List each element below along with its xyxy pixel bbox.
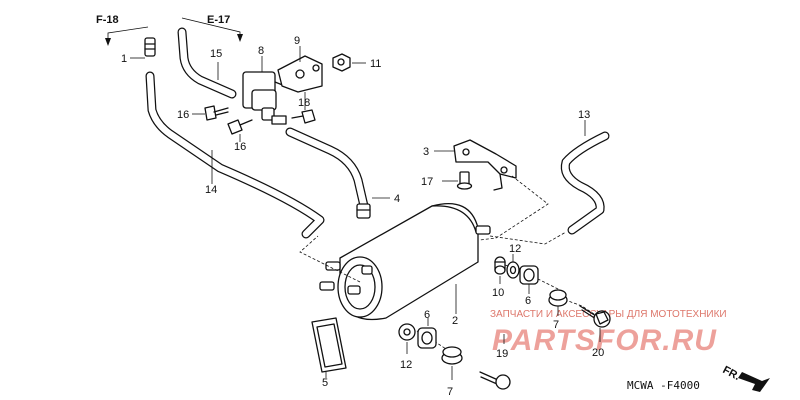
ref-f18: F-18 <box>96 14 149 46</box>
bolt-18[interactable] <box>291 109 316 124</box>
hose-14[interactable] <box>145 71 325 239</box>
hose-13[interactable] <box>560 131 610 235</box>
label-16-upper: 16 <box>177 109 189 121</box>
label-12-left: 12 <box>400 359 412 371</box>
bolt-16-lower[interactable] <box>227 119 253 135</box>
bolt-bottom[interactable] <box>479 371 511 390</box>
hose-15[interactable] <box>177 27 237 99</box>
bolt-17[interactable] <box>456 171 473 190</box>
diagram-code: MCWA -F4000 <box>627 379 700 392</box>
valve-8[interactable] <box>242 71 291 125</box>
label-7-right: 7 <box>553 319 559 331</box>
label-13: 13 <box>578 109 590 121</box>
hose-4[interactable] <box>285 127 371 219</box>
ref-f18-text: F-18 <box>96 14 119 26</box>
label-18: 18 <box>298 97 310 109</box>
cap-10[interactable] <box>494 256 506 275</box>
label-17: 17 <box>421 176 433 188</box>
label-10: 10 <box>492 287 504 299</box>
front-direction-arrow: FR. <box>721 364 770 392</box>
label-9: 9 <box>294 35 300 47</box>
label-19: 19 <box>496 348 508 360</box>
label-6-left: 6 <box>424 309 430 321</box>
grommet-6-left[interactable] <box>417 327 437 349</box>
ref-e17: E-17 <box>181 14 243 42</box>
label-2: 2 <box>452 315 458 327</box>
label-1: 1 <box>121 53 127 65</box>
bolt-16-upper[interactable] <box>204 105 229 121</box>
label-3: 3 <box>423 146 429 158</box>
label-4: 4 <box>394 193 400 205</box>
label-16-lower: 16 <box>234 141 246 153</box>
watermark-logo: PARTSFOR.RU <box>492 324 717 357</box>
washer-12-left[interactable] <box>398 323 416 341</box>
fitting-1[interactable] <box>144 37 156 57</box>
grommet-6-right[interactable] <box>519 265 539 285</box>
bolt-20[interactable] <box>579 305 611 328</box>
label-15: 15 <box>210 48 222 60</box>
label-20: 20 <box>592 347 604 359</box>
bracket-9[interactable] <box>277 55 323 93</box>
label-6-right: 6 <box>525 295 531 307</box>
front-direction-text: FR. <box>721 364 742 383</box>
label-8: 8 <box>258 45 264 57</box>
label-5: 5 <box>322 377 328 389</box>
washer-12-right[interactable] <box>506 261 520 279</box>
canister-2[interactable] <box>319 202 491 321</box>
label-7-left: 7 <box>447 386 453 398</box>
collar-7-right[interactable] <box>548 289 568 307</box>
label-11: 11 <box>370 58 381 70</box>
ref-e17-text: E-17 <box>207 14 230 26</box>
label-14: 14 <box>205 184 217 196</box>
bolt-11[interactable] <box>332 53 351 72</box>
label-12-right: 12 <box>509 243 521 255</box>
collar-7-left[interactable] <box>441 346 463 365</box>
bracket-3[interactable] <box>453 139 517 191</box>
pad-5[interactable] <box>311 317 347 373</box>
